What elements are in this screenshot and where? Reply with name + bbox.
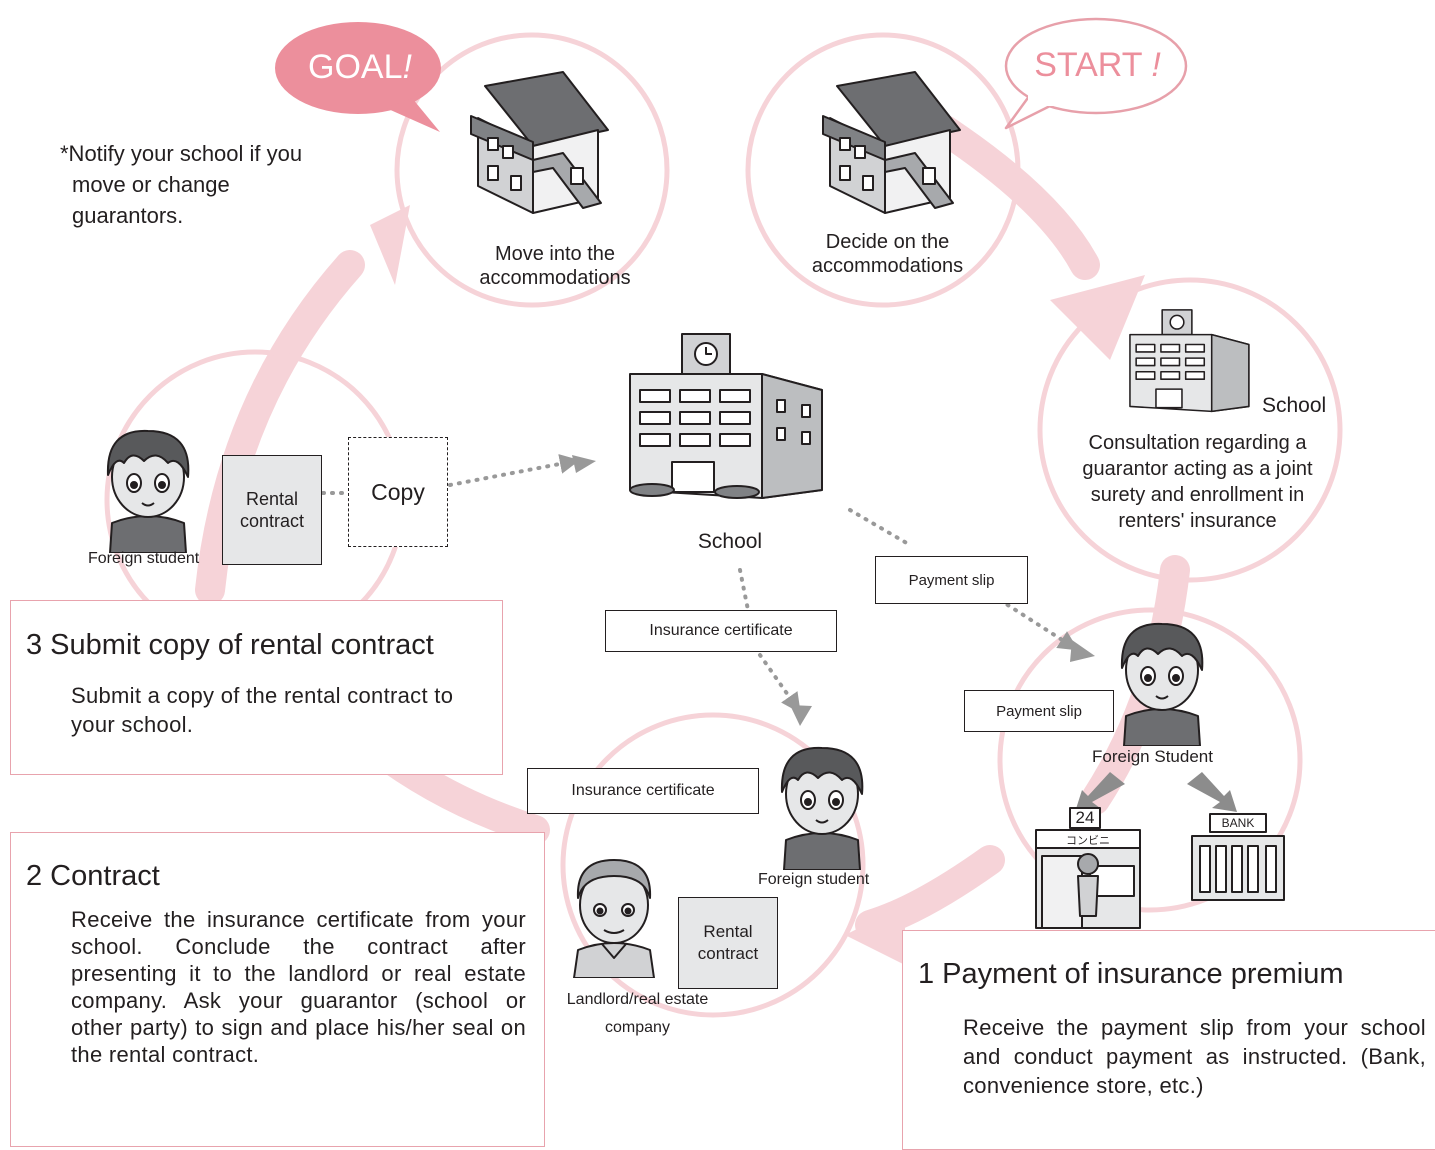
cycle-arrowhead-goal [370, 205, 410, 285]
payment-slip-top: Payment slip [875, 556, 1028, 604]
rental-contract-doc-mid: Rental contract [678, 897, 778, 989]
student-mid-label: Foreign student [758, 871, 870, 888]
bank-icon [1191, 813, 1285, 901]
step1-panel: 1 Payment of insurance premium Receive t… [902, 930, 1435, 1150]
student-right-label: Foreign Student [1092, 747, 1213, 766]
insurance-certificate-top: Insurance certificate [605, 610, 837, 652]
school-building-icon-right [1129, 309, 1250, 413]
step3-panel: 3 Submit copy of rental contract Submit … [10, 600, 503, 775]
step2-panel: 2 Contract Receive the insurance certifi… [10, 832, 545, 1147]
school-right-label: School [1262, 394, 1327, 417]
start-bubble [1004, 17, 1188, 130]
student-left-label: Foreign student [88, 550, 200, 567]
school-building-icon-center [629, 333, 823, 499]
goal-bubble [275, 22, 441, 132]
copy-doc: Copy [348, 437, 448, 547]
circle-start [745, 32, 1021, 308]
notify-note: *Notify your school if you move or chang… [60, 141, 303, 228]
start-label: START ! [1034, 46, 1161, 84]
dotted-arrows [321, 454, 1079, 714]
circle-contract [560, 712, 866, 1018]
circle-goal [394, 32, 670, 308]
consultation-caption: Consultation regarding a guarantor actin… [1082, 432, 1313, 532]
goal-label: GOAL! [308, 48, 412, 86]
move-in-caption: Move into the accommodations [479, 243, 631, 289]
store-sign-number: 24 [1075, 808, 1095, 827]
circle-payment [997, 607, 1303, 913]
step1-body: Receive the payment slip from your schoo… [963, 1015, 1426, 1098]
cycle-arrowhead-contract [845, 905, 905, 965]
house-icon-start [822, 71, 961, 214]
insurance-certificate-bottom: Insurance certificate [527, 768, 759, 814]
decide-caption: Decide on the accommodations [811, 231, 964, 277]
step1-title: 1 Payment of insurance premium [918, 958, 1344, 990]
payment-slip-bottom: Payment slip [964, 690, 1114, 732]
school-center-label: School [697, 530, 763, 553]
student-icon-right [1120, 622, 1204, 746]
landlord-icon [573, 859, 655, 978]
convenience-store-icon [1035, 807, 1141, 929]
step3-body: Submit a copy of the rental contract to … [71, 683, 454, 737]
student-icon-left [106, 429, 190, 553]
landlord-label: Landlord/real estate company [566, 991, 709, 1036]
step2-title: 2 Contract [26, 860, 160, 892]
grey-split-arrows [1075, 772, 1237, 812]
student-icon-mid [780, 746, 864, 870]
store-sign-text: コンビニ [1066, 835, 1110, 847]
circle-school-right [1037, 277, 1343, 583]
step3-title: 3 Submit copy of rental contract [26, 629, 434, 661]
step2-body: Receive the insurance certificate from y… [71, 907, 526, 1067]
house-icon-goal [470, 71, 609, 214]
rental-contract-doc-left: Rental contract [222, 455, 322, 565]
bank-sign: BANK [1221, 816, 1255, 830]
